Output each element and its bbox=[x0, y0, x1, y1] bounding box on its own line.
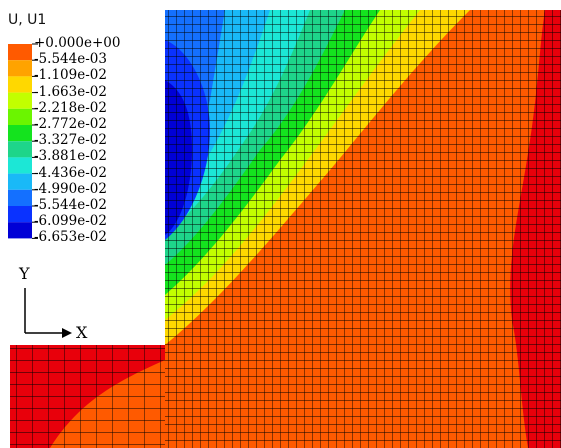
legend-value-4: -2.218e-02 bbox=[34, 99, 107, 116]
legend-swatch-2 bbox=[8, 76, 32, 93]
legend-value-9: -4.990e-02 bbox=[34, 180, 107, 197]
legend-value-6: -3.327e-02 bbox=[34, 132, 107, 149]
legend-swatch-4 bbox=[8, 108, 32, 125]
legend-swatch-1 bbox=[8, 60, 32, 77]
legend-value-11: -6.099e-02 bbox=[34, 213, 107, 230]
legend-swatch-0 bbox=[8, 44, 32, 61]
legend-swatch-10 bbox=[8, 206, 32, 223]
legend-swatch-3 bbox=[8, 92, 32, 109]
legend-value-3: -1.663e-02 bbox=[34, 83, 107, 100]
legend-value-7: -3.881e-02 bbox=[34, 148, 107, 165]
legend-swatch-11 bbox=[8, 222, 32, 239]
legend-title: U, U1 bbox=[8, 12, 47, 28]
mesh-coarse bbox=[10, 345, 165, 448]
legend-value-12: -6.653e-02 bbox=[34, 229, 107, 246]
legend-value-2: -1.109e-02 bbox=[34, 67, 107, 84]
mesh-fine bbox=[165, 10, 561, 448]
legend-value-0: +0.000e+00 bbox=[34, 35, 121, 51]
legend-swatch-8 bbox=[8, 173, 32, 190]
legend-value-5: -2.772e-02 bbox=[34, 116, 107, 132]
legend-value-1: -5.544e-03 bbox=[34, 51, 107, 68]
legend-color-bar bbox=[8, 43, 38, 239]
triad-x-label: X bbox=[76, 323, 88, 342]
legend-value-8: -4.436e-02 bbox=[34, 164, 107, 181]
legend-swatch-9 bbox=[8, 189, 32, 206]
legend-value-10: -5.544e-02 bbox=[34, 197, 107, 213]
legend-swatch-6 bbox=[8, 141, 32, 158]
legend-swatch-5 bbox=[8, 125, 32, 142]
legend-swatch-7 bbox=[8, 157, 32, 174]
triad-y-label: Y bbox=[19, 264, 30, 283]
triad bbox=[24, 288, 72, 338]
